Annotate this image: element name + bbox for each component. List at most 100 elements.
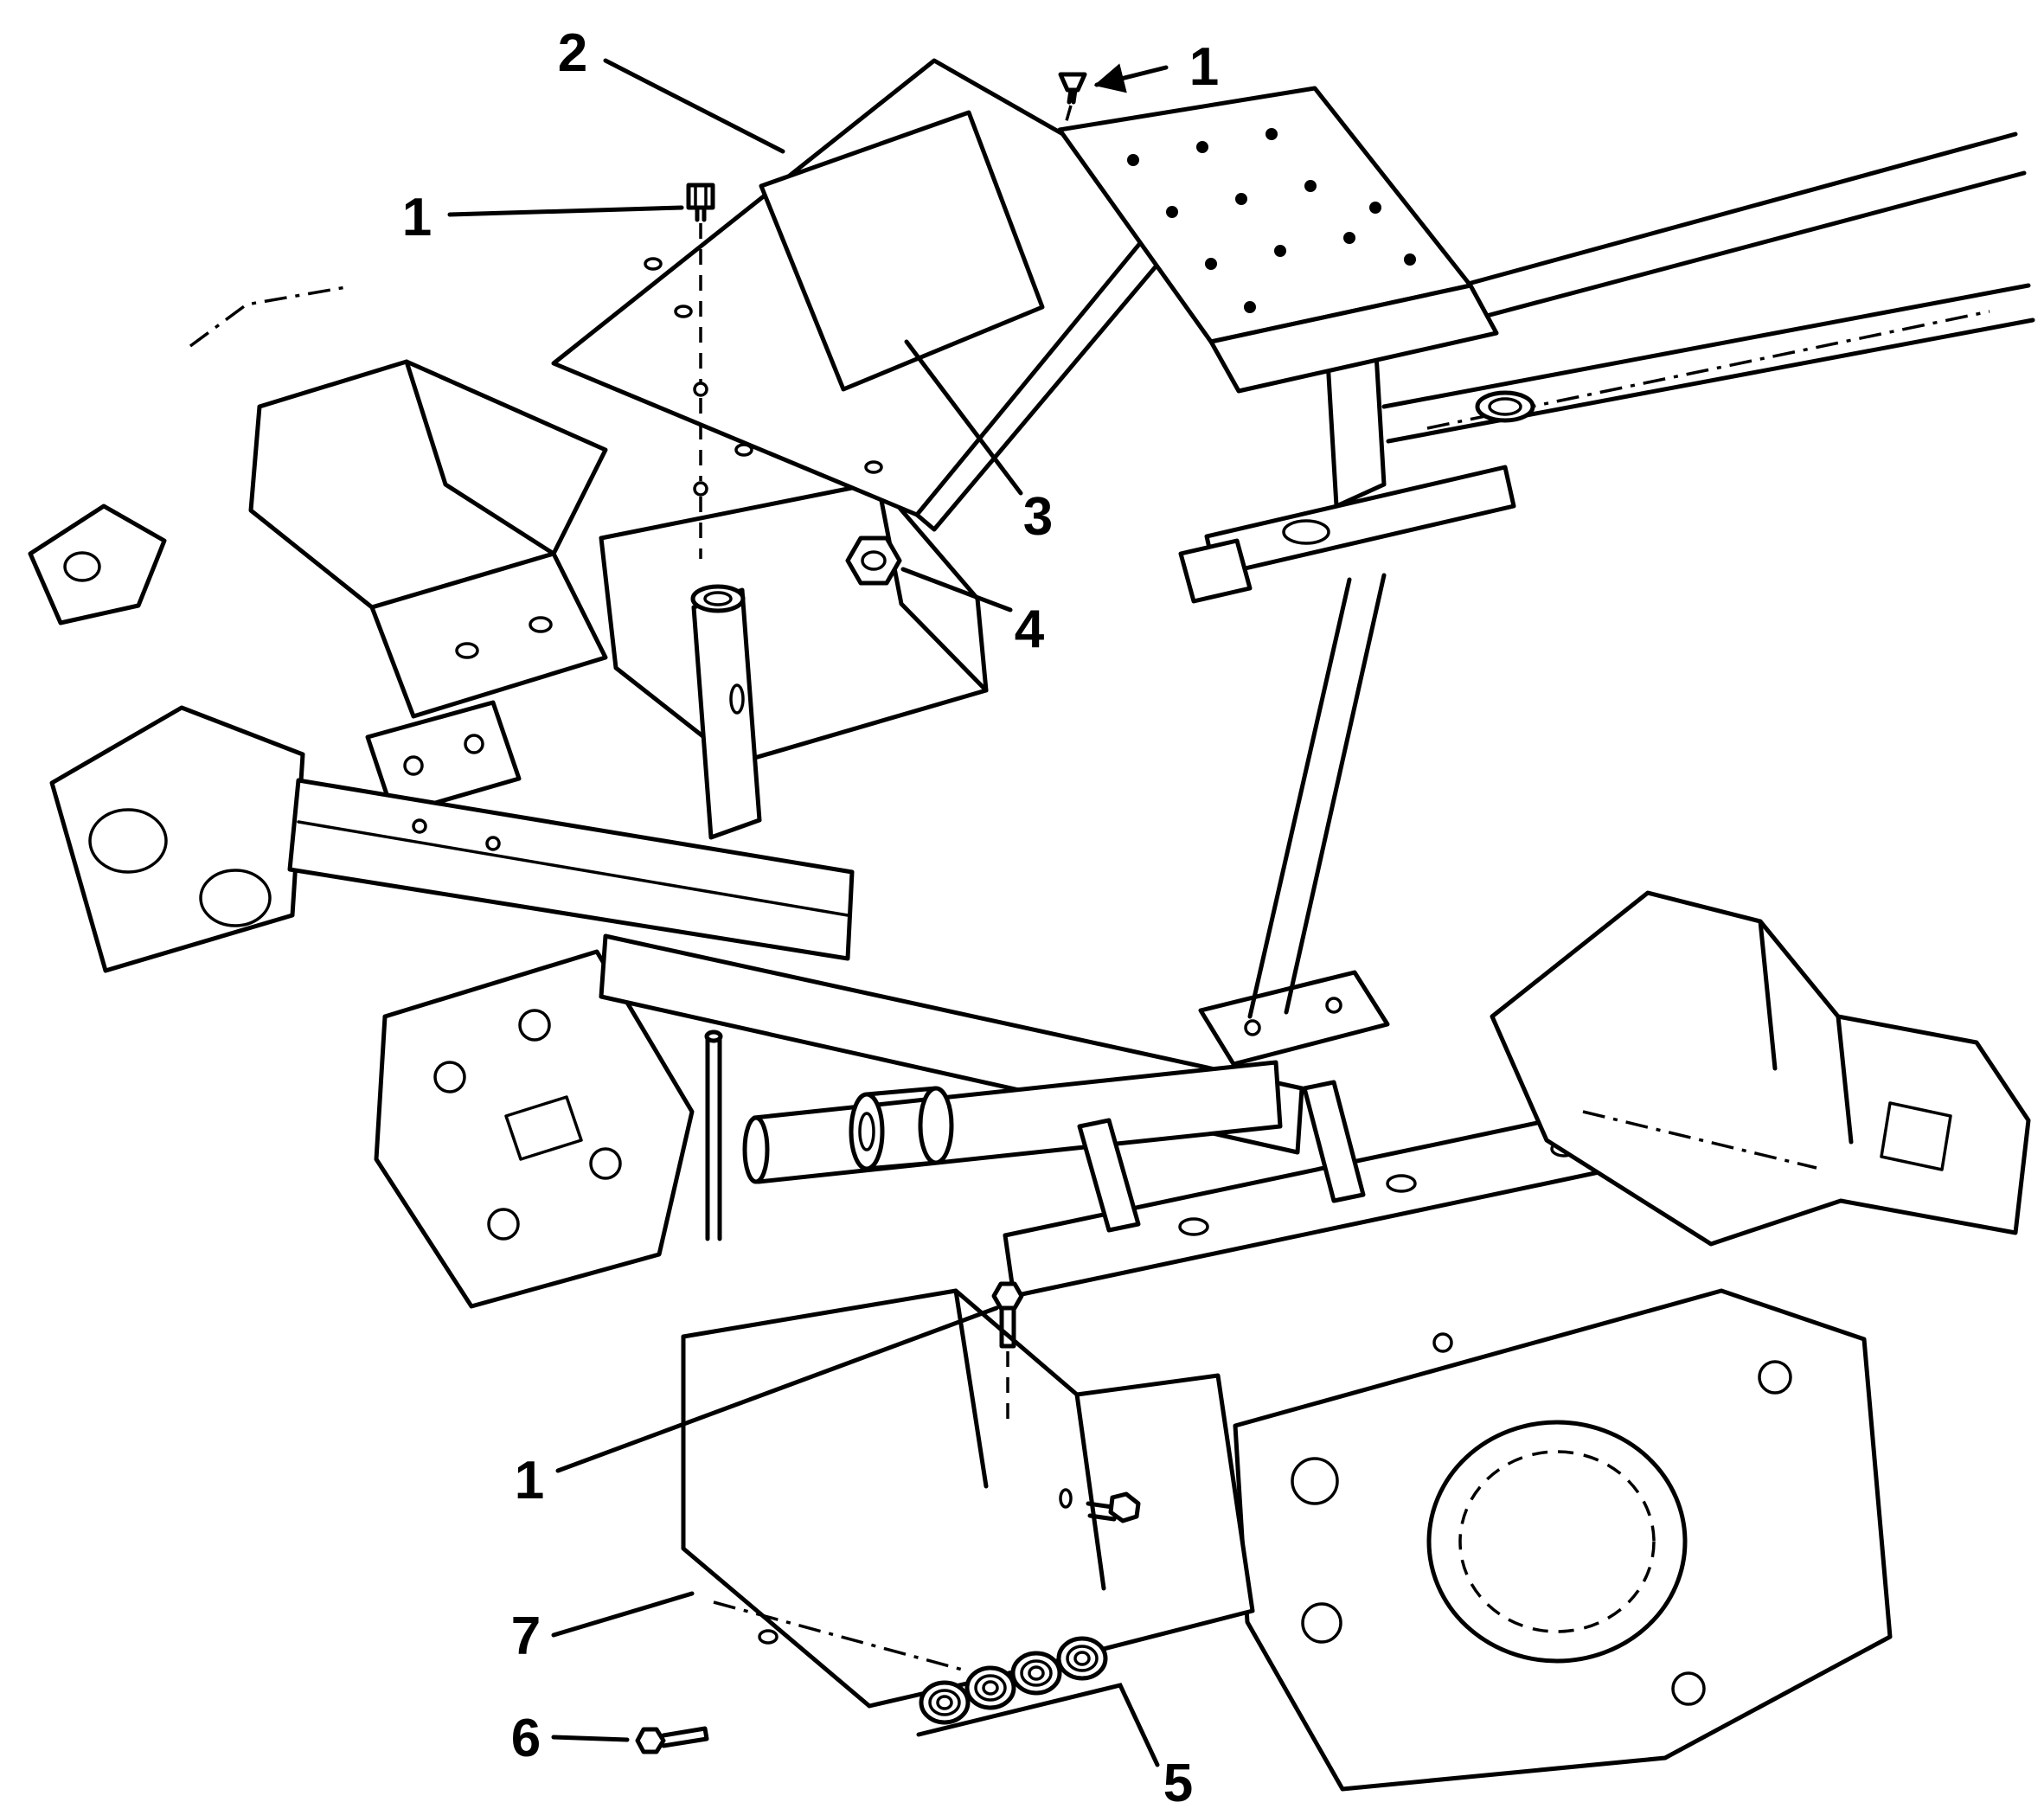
cross-brace — [1077, 1118, 1141, 1233]
slot-hole — [1178, 1217, 1209, 1236]
screw-head-detail — [694, 183, 708, 209]
hole — [403, 755, 424, 776]
callout-7: 7 — [511, 1607, 541, 1666]
screw-centerline — [1062, 105, 1073, 131]
callout-6: 6 — [511, 1709, 541, 1768]
large-hole — [88, 808, 168, 874]
leader-1-upper-left — [447, 205, 684, 217]
bushing-bore — [858, 1112, 875, 1151]
upper-rail — [1459, 131, 2027, 323]
callout-5: 5 — [1163, 1754, 1193, 1813]
hole — [734, 443, 753, 457]
hole — [1758, 1360, 1792, 1395]
hole — [1432, 1332, 1453, 1353]
hole — [412, 818, 427, 834]
screw-upper-left — [686, 183, 715, 559]
callout-1-middle: 1 — [515, 1451, 544, 1510]
hole — [1059, 1488, 1073, 1509]
down-strut — [1247, 573, 1387, 1019]
hole — [529, 616, 553, 633]
fender-fold-line — [404, 359, 556, 556]
bolt-shank — [661, 1726, 709, 1748]
hole — [644, 257, 663, 271]
hole — [1244, 1019, 1261, 1036]
washer — [1056, 1636, 1108, 1681]
screw-shank — [1067, 87, 1078, 105]
hole — [433, 1061, 466, 1093]
washer-set — [919, 1636, 1108, 1725]
hole — [455, 642, 479, 659]
end-bracket — [1178, 538, 1253, 604]
footrest-panel — [1057, 86, 1499, 394]
leader-lines — [447, 58, 1169, 1767]
perforation-dots — [1127, 128, 1416, 313]
rect-cutout — [504, 1095, 583, 1161]
bolt-bottom — [635, 1726, 709, 1754]
leader-3 — [904, 339, 1023, 496]
plate-cutout — [759, 110, 1045, 392]
seat-plate — [551, 58, 1201, 532]
slot-hole — [729, 683, 745, 715]
lower-left-mount-plate — [374, 949, 695, 1309]
panel-fold-band — [1208, 283, 1499, 394]
hole — [1325, 997, 1342, 1014]
hole — [1301, 1602, 1342, 1644]
callout-1-top-right: 1 — [1189, 37, 1219, 97]
stud-top — [704, 1029, 723, 1043]
bushing-sides — [864, 1086, 939, 1171]
callout-3: 3 — [1023, 487, 1053, 547]
hole — [758, 1629, 779, 1645]
bolt-shank — [1086, 1501, 1117, 1522]
stud — [705, 1034, 722, 1241]
hole — [485, 836, 501, 851]
bushing-rear — [918, 1086, 954, 1165]
guard-phantom-line — [1582, 1110, 1817, 1170]
large-hole — [199, 869, 272, 927]
cross-tube-end — [742, 1115, 770, 1184]
callouts: 2 1 1 3 4 1 7 6 5 — [402, 23, 1219, 1813]
bolt-head — [635, 1727, 666, 1754]
leader-7 — [551, 1591, 695, 1638]
nut-body — [845, 536, 902, 586]
fender-lower-plate — [369, 551, 608, 719]
callout-4: 4 — [1015, 600, 1045, 659]
washer — [919, 1680, 971, 1725]
hole — [1291, 1457, 1339, 1505]
guard-body — [681, 1288, 1255, 1709]
console-fold — [875, 480, 989, 693]
callout-1-upper-left: 1 — [402, 188, 432, 247]
hole — [63, 551, 101, 582]
pivot-post-cap — [690, 584, 746, 613]
large-bore — [1426, 1420, 1688, 1664]
leader-2 — [603, 58, 785, 154]
bolt-shank — [999, 1305, 1016, 1349]
nut-bore — [861, 550, 887, 571]
leader-5 — [916, 1683, 1160, 1767]
hole — [589, 1147, 622, 1180]
hole — [1671, 1671, 1706, 1706]
belt-guard — [681, 1288, 1255, 1709]
small-bracket — [365, 700, 522, 818]
screw-head — [686, 183, 715, 210]
aligned-hole — [693, 382, 708, 397]
plate-body — [1233, 1288, 1893, 1792]
guard-folds — [1758, 919, 1854, 1145]
washer — [1010, 1651, 1062, 1696]
guard-body — [1490, 890, 2031, 1247]
engine-mount-plate — [1233, 1288, 1893, 1792]
slot-hole — [1386, 1174, 1417, 1193]
callout-2: 2 — [558, 23, 587, 83]
bore-hidden-circle — [1458, 1450, 1656, 1633]
left-bracket-assembly — [28, 285, 855, 1309]
bolt-head — [1108, 1491, 1141, 1523]
hole — [674, 305, 693, 318]
rect-hole — [1880, 1101, 1952, 1171]
channel-edge — [297, 820, 849, 917]
hole — [864, 460, 883, 474]
phantom-line — [189, 285, 347, 348]
bolt-head — [991, 1281, 1024, 1311]
leader-1-middle — [555, 1305, 999, 1473]
screw-top-right — [1058, 72, 1087, 131]
leader-6 — [551, 1735, 630, 1742]
